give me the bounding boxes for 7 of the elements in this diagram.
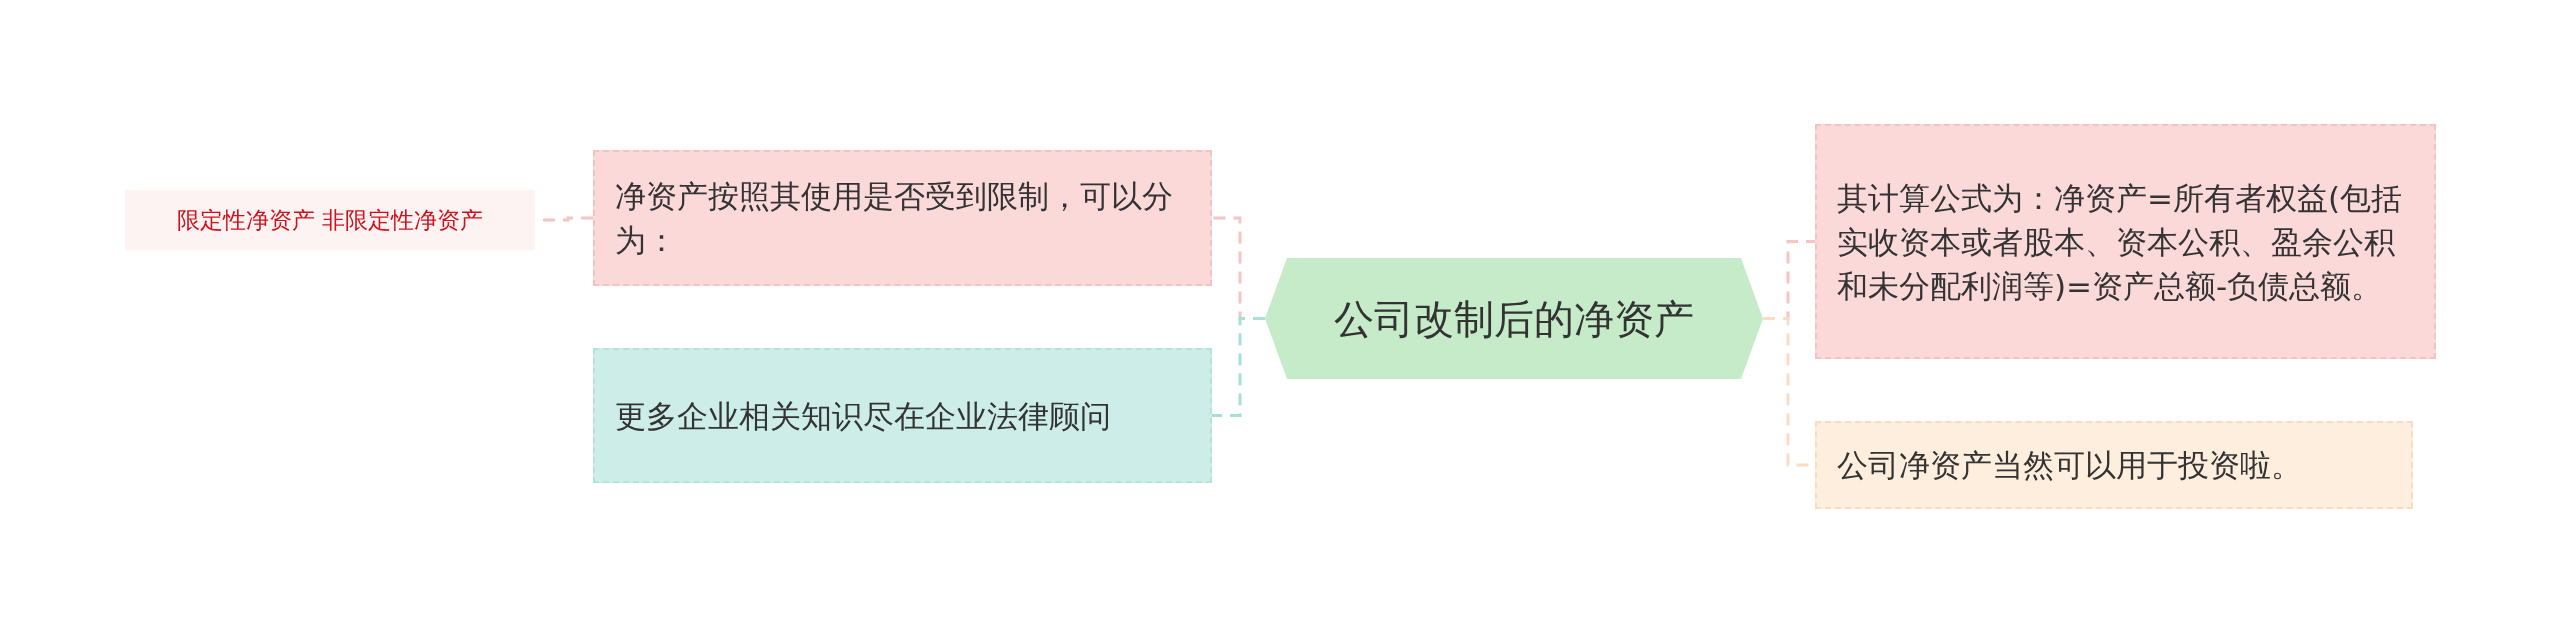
topic-box: 净资产按照其使用是否受到限制，可以分为： <box>593 150 1212 286</box>
central-topic-hexagon: 公司改制后的净资产 <box>1265 258 1763 379</box>
topic-box: 更多企业相关知识尽在企业法律顾问 <box>593 348 1212 483</box>
connector-line <box>1212 317 1265 417</box>
topic-box: 限定性净资产 非限定性净资产 <box>125 190 535 250</box>
topic-box: 其计算公式为：净资产=所有者权益(包括实收资本或者股本、资本公积、盈余公积和未分配利润等)=资产总额-负债总额。 <box>1815 124 2436 359</box>
topic-box: 公司净资产当然可以用于投资啦。 <box>1815 421 2413 509</box>
